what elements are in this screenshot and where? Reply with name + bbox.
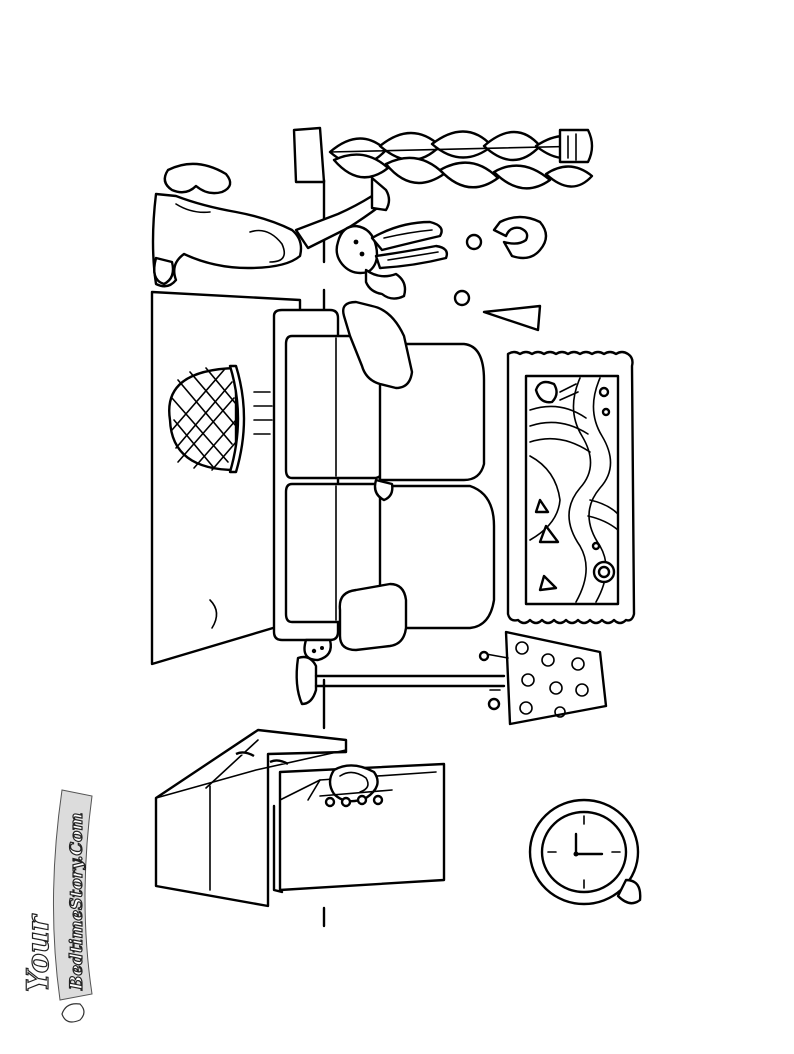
sofa: [272, 300, 496, 662]
basket: [168, 364, 273, 474]
plant: [292, 126, 594, 190]
logo-secondary-text: BedtimeStory.Com: [67, 813, 87, 991]
rabbit: [335, 176, 449, 300]
site-logo: Your BedtimeStory.Com: [20, 789, 93, 1023]
logo-primary-text: Your: [21, 913, 56, 992]
dog: [151, 162, 382, 288]
painting: [506, 350, 636, 625]
question-mark-icon: [465, 215, 548, 260]
clock: [528, 798, 642, 906]
floor-lamp: [295, 630, 608, 726]
cabinet: [154, 728, 348, 908]
stove: [272, 762, 446, 894]
exclamation-mark-icon: [453, 289, 542, 332]
